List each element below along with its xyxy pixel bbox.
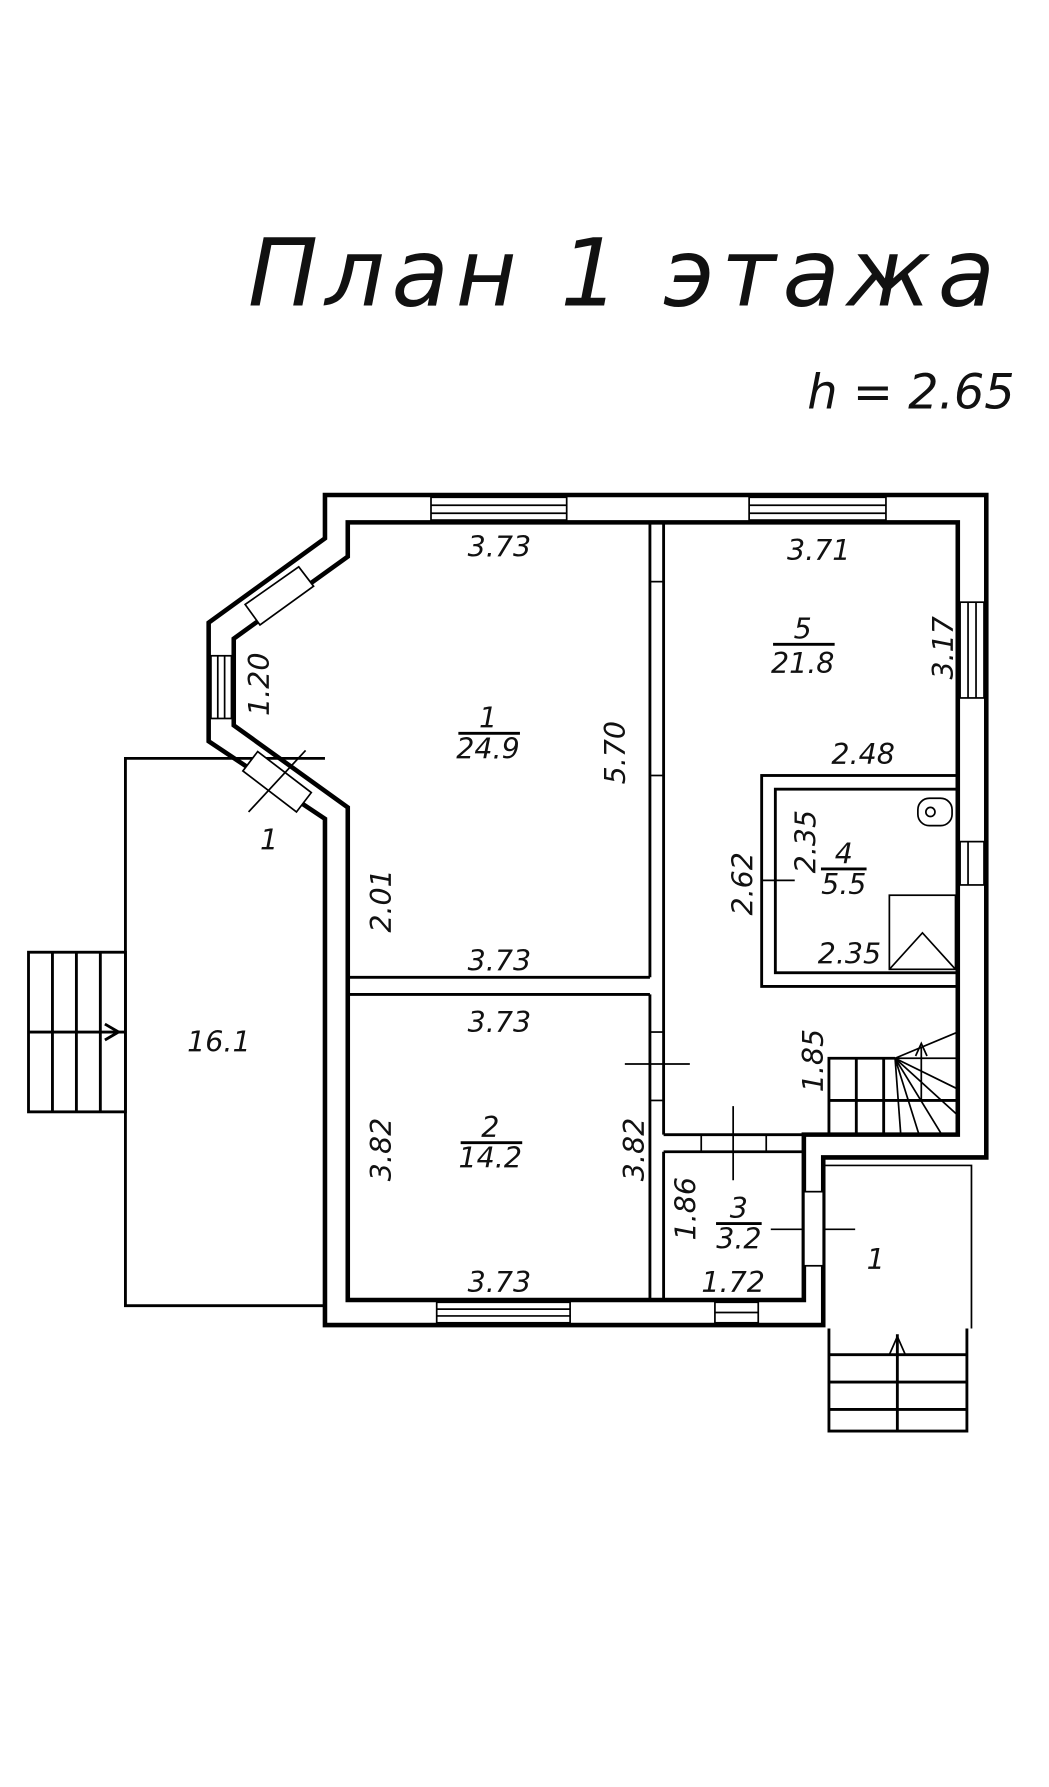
room-labels: 1 24.9 2 14.2 3 3.2 4 5.5 5 21.8 16.1 1 … [187, 613, 885, 1277]
terrace [27, 756, 325, 1308]
bathroom [760, 774, 960, 988]
interior-walls [347, 522, 856, 1300]
room-2-number: 2 [481, 1111, 499, 1144]
dim-stairs: 1.85 [797, 1029, 830, 1092]
dim-room2-left: 3.82 [365, 1118, 398, 1181]
room-5-number: 5 [794, 613, 812, 646]
dim-room5-top: 3.71 [787, 534, 850, 567]
windows [210, 496, 985, 1324]
dim-bath-bottom: 2.35 [818, 938, 881, 971]
porch-label-left: 1 [260, 824, 278, 857]
terrace-area: 16.1 [187, 1025, 250, 1058]
arrow-icon [888, 1334, 907, 1356]
arrow-icon [914, 1041, 928, 1057]
dim-room2-top: 3.73 [468, 1006, 531, 1039]
shower-icon [888, 894, 957, 971]
dim-bath-left-outer: 2.62 [727, 852, 760, 915]
room-4-area: 5.5 [821, 868, 866, 901]
dim-room1-left: 2.01 [365, 869, 398, 932]
ceiling-height: h = 2.65 [807, 365, 1015, 420]
plan-title: План 1 этажа [248, 220, 1002, 329]
dim-room2-right: 3.82 [618, 1118, 651, 1181]
dimensions: 3.73 3.73 5.70 2.01 1.20 3.71 3.17 2.48 … [243, 531, 960, 1299]
dim-room1-top: 3.73 [468, 531, 531, 564]
staircase [827, 1031, 959, 1136]
dim-bay-window: 1.20 [243, 653, 276, 716]
room-3-number: 3 [730, 1192, 748, 1225]
arrow-icon [104, 1022, 122, 1042]
dim-room5-right: 3.17 [927, 616, 960, 679]
room-3-area: 3.2 [716, 1223, 761, 1256]
entrance-porch [823, 1164, 973, 1433]
dim-room3-left: 1.86 [670, 1177, 703, 1240]
room-1-number: 1 [479, 702, 497, 735]
room-2-area: 14.2 [459, 1142, 522, 1175]
dim-room2-bottom: 3.73 [468, 1266, 531, 1299]
dim-room3-bottom: 1.72 [701, 1266, 764, 1299]
porch-label-entrance: 1 [867, 1243, 885, 1276]
exterior-walls [206, 492, 989, 1328]
room-5-area: 21.8 [771, 647, 834, 680]
dim-room1-bottom: 3.73 [468, 944, 531, 977]
dim-room1-right: 5.70 [599, 721, 632, 784]
dim-bath-top: 2.48 [831, 738, 894, 771]
room-1-area: 24.9 [456, 732, 519, 765]
room-4-number: 4 [835, 837, 853, 870]
dim-bath-left-inner: 2.35 [789, 810, 822, 873]
toilet-icon [917, 797, 953, 827]
